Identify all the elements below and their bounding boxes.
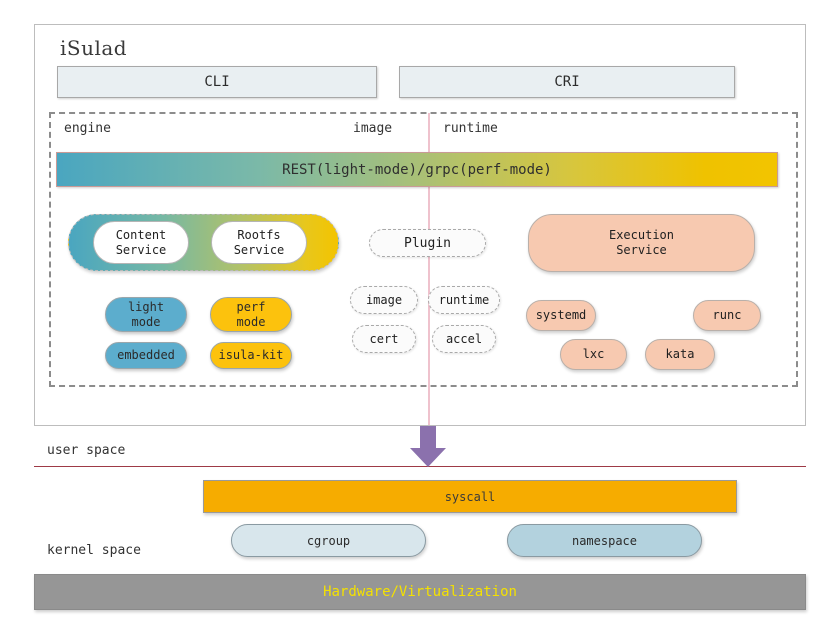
content-service-label-2: Service (115, 242, 167, 257)
mode-pill-light-label-1: light (127, 299, 165, 314)
mode-pill-isula-kit-label: isula-kit (218, 348, 284, 362)
lane-label-runtime: runtime (443, 121, 498, 136)
runtime-pill-systemd-label: systemd (535, 308, 587, 322)
runtime-pill-lxc[interactable]: lxc (560, 339, 627, 370)
execution-service-box[interactable]: Execution Service (528, 214, 755, 272)
user-space-label: user space (47, 443, 126, 458)
user-kernel-boundary-line (34, 466, 806, 467)
mode-pill-perf-mode[interactable]: perf mode (210, 297, 292, 332)
api-box-cli-label: CLI (204, 74, 230, 90)
runtime-pill-runc-label: runc (712, 308, 742, 322)
syscall-bar-label: syscall (444, 489, 496, 504)
lane-divider (428, 113, 430, 425)
plugin-accel-label: accel (445, 332, 483, 346)
rootfs-service-box[interactable]: Rootfs Service (211, 221, 307, 264)
kernel-pill-cgroup-label: cgroup (306, 533, 351, 548)
runtime-pill-kata[interactable]: kata (645, 339, 715, 370)
execution-service-label-2: Service (616, 243, 667, 257)
kernel-pill-cgroup[interactable]: cgroup (231, 524, 426, 557)
transport-bar-label: REST(light-mode)/grpc(perf-mode) (282, 161, 552, 178)
mode-pill-light-mode[interactable]: light mode (105, 297, 187, 332)
plugin-runtime-label: runtime (438, 293, 490, 307)
content-service-box[interactable]: Content Service (93, 221, 189, 264)
transport-bar: REST(light-mode)/grpc(perf-mode) (56, 152, 778, 187)
runtime-pill-runc[interactable]: runc (693, 300, 761, 331)
plugin-runtime-box[interactable]: runtime (428, 286, 500, 314)
syscall-bar: syscall (203, 480, 737, 513)
plugin-cert-label: cert (369, 332, 399, 346)
runtime-pill-systemd[interactable]: systemd (526, 300, 596, 331)
lane-label-image: image (353, 121, 393, 136)
hardware-bar: Hardware/Virtualization (34, 574, 806, 610)
api-box-cri-label: CRI (554, 74, 580, 90)
kernel-pill-namespace[interactable]: namespace (507, 524, 702, 557)
kernel-pill-namespace-label: namespace (571, 533, 638, 548)
hardware-bar-label: Hardware/Virtualization (323, 584, 517, 600)
down-arrow-icon (410, 426, 446, 467)
plugin-box-label: Plugin (404, 235, 451, 251)
mode-pill-isula-kit[interactable]: isula-kit (210, 342, 292, 369)
plugin-box[interactable]: Plugin (369, 229, 486, 257)
plugin-cert-box[interactable]: cert (352, 325, 416, 353)
mode-pill-embedded-label: embedded (117, 348, 175, 362)
kernel-space-label: kernel space (47, 543, 141, 558)
runtime-pill-kata-label: kata (665, 347, 695, 361)
mode-pill-light-label-2: mode (131, 314, 161, 329)
engine-image-runtime-container (49, 112, 798, 387)
plugin-image-label: image (365, 293, 403, 307)
mode-pill-embedded[interactable]: embedded (105, 342, 187, 369)
api-box-cri[interactable]: CRI (399, 66, 735, 98)
plugin-image-box[interactable]: image (350, 286, 418, 314)
rootfs-service-label-2: Service (233, 242, 285, 257)
api-box-cli[interactable]: CLI (57, 66, 377, 98)
plugin-accel-box[interactable]: accel (432, 325, 496, 353)
rootfs-service-label-1: Rootfs (237, 227, 281, 242)
content-service-label-1: Content (115, 227, 167, 242)
lane-label-engine: engine (64, 121, 111, 136)
page-title: iSulad (60, 36, 128, 60)
mode-pill-perf-label-2: mode (236, 314, 266, 329)
runtime-pill-lxc-label: lxc (582, 347, 605, 361)
mode-pill-perf-label-1: perf (236, 299, 266, 314)
execution-service-label-1: Execution (608, 228, 675, 242)
